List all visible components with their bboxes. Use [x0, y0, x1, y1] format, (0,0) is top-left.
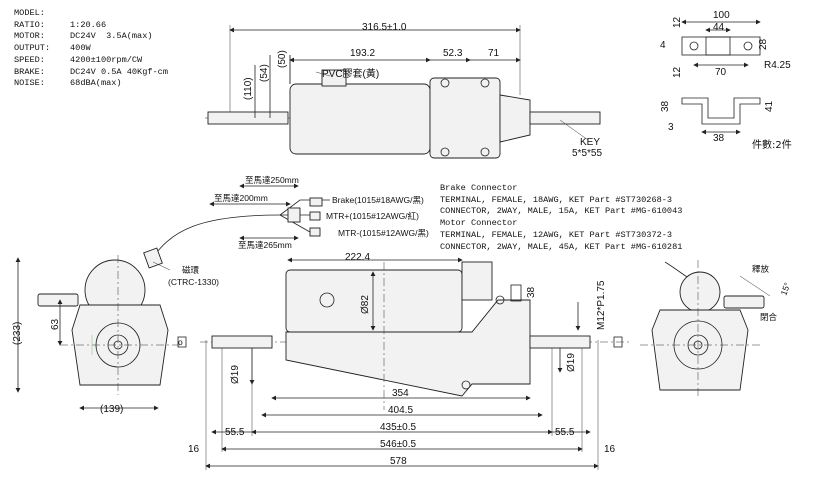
- svg-text:435±0.5: 435±0.5: [380, 422, 417, 433]
- svg-text:222.4: 222.4: [345, 252, 370, 263]
- dim-110: (110): [243, 77, 254, 100]
- spec-value: 68dBA(max): [70, 78, 122, 89]
- svg-text:38: 38: [526, 286, 537, 298]
- svg-text:63: 63: [50, 318, 61, 330]
- svg-text:44: 44: [713, 22, 725, 33]
- svg-text:(233): (233): [12, 322, 23, 345]
- key-size: 5*5*55: [572, 148, 602, 159]
- dim-71: 71: [488, 48, 500, 59]
- spec-row: BRAKE: DC24V 0.5A 40Kgf-cm: [14, 67, 168, 79]
- quantity-label: 件數:2件: [752, 140, 792, 151]
- ring-part: (CTRC-1330): [168, 277, 219, 287]
- wire-200: 至馬達200mm: [214, 193, 268, 203]
- dim-50: (50): [277, 50, 288, 68]
- spec-key: BRAKE:: [14, 66, 45, 77]
- svg-text:o: o: [178, 337, 183, 347]
- pvc-label: PVC膠套(黃): [322, 67, 379, 80]
- wiring-view: 至馬達250mm 至馬達200mm 至馬達265mm Brake(1015#18…: [143, 175, 429, 269]
- note-line: TERMINAL, FEMALE, 18AWG, KET Part #ST730…: [440, 194, 673, 205]
- spec-row: SPEED: 4200±100rpm/CW: [14, 55, 168, 67]
- release-label: 釋放: [752, 264, 770, 274]
- svg-text:4: 4: [660, 40, 666, 51]
- mtrp-wire: MTR+(1015#12AWG/紅): [326, 211, 419, 221]
- note-line: CONNECTOR, 2WAY, MALE, 45A, KET Part #MG…: [440, 241, 683, 252]
- svg-text:354: 354: [392, 388, 409, 399]
- wire-250: 至馬達250mm: [245, 175, 299, 185]
- svg-text:55.5: 55.5: [555, 427, 575, 438]
- note-line: Brake Connector: [440, 183, 518, 193]
- spec-value: 400W: [70, 43, 91, 54]
- svg-text:Ø19: Ø19: [566, 353, 577, 372]
- svg-text:41: 41: [764, 100, 775, 112]
- note-line: TERMINAL, FEMALE, 12AWG, KET Part #ST730…: [440, 229, 673, 240]
- spec-key: MODEL:: [14, 8, 45, 18]
- svg-text:3: 3: [668, 122, 674, 133]
- svg-text:28: 28: [758, 38, 769, 50]
- dim-52: 52.3: [443, 48, 463, 59]
- dim-54: (54): [259, 64, 270, 82]
- svg-text:404.5: 404.5: [388, 405, 413, 416]
- note-line: CONNECTOR, 2WAY, MALE, 15A, KET Part #MG…: [440, 206, 683, 217]
- svg-text:578: 578: [390, 456, 407, 467]
- spec-key: SPEED:: [14, 54, 45, 65]
- svg-text:100: 100: [713, 10, 730, 21]
- svg-text:15°: 15°: [778, 281, 792, 297]
- svg-text:16: 16: [604, 444, 616, 455]
- ring-label: 磁環: [182, 265, 200, 275]
- svg-text:12: 12: [672, 66, 683, 78]
- svg-text:Ø19: Ø19: [230, 365, 241, 384]
- svg-text:38: 38: [713, 133, 725, 144]
- spec-key: RATIO:: [14, 19, 45, 30]
- front-view: 222.4 Ø82 38 Ø19 Ø19 M12*P1.75 354 404.5…: [177, 252, 630, 470]
- spec-row: RATIO: 1:20.66: [14, 20, 168, 32]
- svg-text:R4.25: R4.25: [764, 60, 791, 71]
- svg-text:16: 16: [188, 444, 200, 455]
- mtrm-wire: MTR-(1015#12AWG/黑): [338, 228, 429, 238]
- key-label: KEY: [580, 137, 600, 148]
- svg-text:(139): (139): [100, 404, 123, 415]
- svg-text:55.5: 55.5: [225, 427, 245, 438]
- spec-value: DC24V 0.5A 40Kgf-cm: [70, 66, 168, 77]
- spec-value: DC24V 3.5A(max): [70, 31, 153, 42]
- dim-316: 316.5±1.0: [362, 22, 407, 33]
- svg-text:546±0.5: 546±0.5: [380, 439, 417, 450]
- bracket-view: 100 44 12 4 28 12 70 R4.25 38 3 41 38: [660, 10, 791, 144]
- spec-value: 4200±100rpm/CW: [70, 54, 143, 65]
- spec-key: OUTPUT:: [14, 43, 51, 54]
- lock-label: 閉合: [760, 312, 778, 322]
- brake-wire: Brake(1015#18AWG/黑): [332, 195, 424, 205]
- note-line: Motor Connector: [440, 218, 518, 229]
- spec-row: MOTOR: DC24V 3.5A(max): [14, 31, 168, 43]
- svg-text:38: 38: [660, 100, 671, 112]
- dim-193: 193.2: [350, 48, 375, 59]
- left-side-view: (233) 63 (139) 磁環 (CTRC-1330) o: [12, 255, 219, 415]
- spec-key: MOTOR:: [14, 31, 45, 42]
- svg-text:Ø82: Ø82: [360, 295, 371, 314]
- spec-row: NOISE: 68dBA(max): [14, 78, 168, 90]
- right-side-view: 釋放 閉合 15°: [640, 260, 792, 398]
- wire-265: 至馬達265mm: [238, 240, 292, 250]
- spec-value: 1:20.66: [70, 19, 107, 30]
- top-view: 316.5±1.0 193.2 52.3 71 (110) (54) (50) …: [205, 22, 602, 159]
- spec-row: OUTPUT: 400W: [14, 43, 168, 55]
- spec-key: NOISE:: [14, 78, 45, 89]
- spec-row: MODEL:: [14, 8, 168, 20]
- svg-text:12: 12: [672, 16, 683, 28]
- svg-text:70: 70: [715, 67, 727, 78]
- svg-text:M12*P1.75: M12*P1.75: [596, 280, 607, 330]
